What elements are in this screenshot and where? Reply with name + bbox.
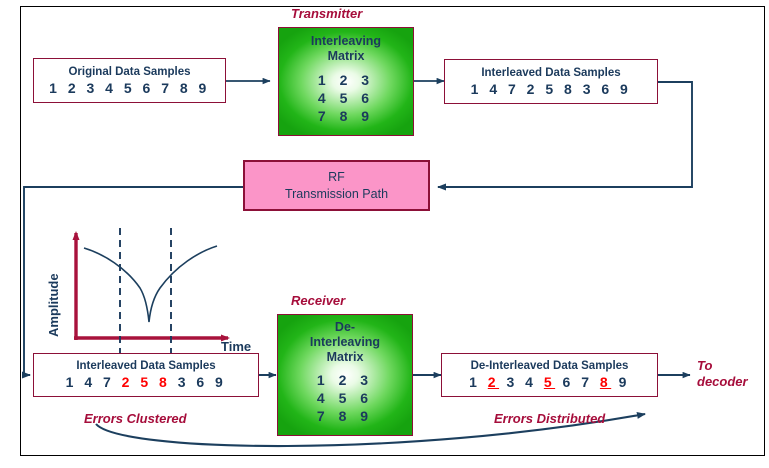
- rf-transmission-path-box: RF Transmission Path: [243, 160, 430, 211]
- chart-y-axis-label: Amplitude: [46, 273, 61, 337]
- digit-space: [593, 374, 600, 390]
- digit-space: [480, 374, 487, 390]
- deinterleaving-matrix-title-line2: Interleaving: [309, 335, 381, 349]
- digit-space: [536, 374, 543, 390]
- digits-plain-prefix: 1 4 7: [65, 374, 122, 390]
- interleaving-matrix-title-line1: Interleaving: [310, 34, 382, 48]
- interleaving-matrix-row-1: 1 2 3: [317, 72, 375, 88]
- deinterleaved-data-samples-box: De-Interleaved Data Samples 1 2 3 4 5 6 …: [441, 353, 658, 397]
- deinterleaving-matrix-row-1: 1 2 3: [316, 372, 374, 388]
- chart-x-axis-label: Time: [221, 339, 252, 354]
- digit-error: 8: [599, 374, 612, 390]
- deinterleaving-matrix-title-line3: Matrix: [326, 350, 364, 364]
- digits-plain-suffix: 3 6 9: [170, 374, 227, 390]
- digit: 4: [525, 374, 537, 390]
- outer-frame: [20, 6, 765, 456]
- digit-space: [611, 374, 618, 390]
- original-data-samples-digits: 1 2 3 4 5 6 7 8 9: [49, 79, 210, 96]
- to-decoder-line-1: To: [697, 358, 713, 373]
- rf-line-2: Transmission Path: [284, 186, 389, 201]
- digit-error: 5: [543, 374, 556, 390]
- errors-distributed-label: Errors Distributed: [494, 411, 606, 426]
- to-decoder-line-2: decoder: [697, 374, 748, 389]
- digit-error: 2: [487, 374, 500, 390]
- digit: 6: [562, 374, 574, 390]
- deinterleaving-matrix-box: De- Interleaving Matrix 1 2 3 4 5 6 7 8 …: [277, 314, 413, 436]
- interleaved-data-samples-digits-top: 1 4 7 2 5 8 3 6 9: [470, 80, 632, 97]
- interleaved-data-samples-digits-bottom: 1 4 7 2 5 8 3 6 9: [66, 374, 227, 391]
- digit: 3: [506, 374, 518, 390]
- rf-line-1: RF: [328, 169, 345, 184]
- interleaving-matrix-row-3: 7 8 9: [317, 108, 375, 124]
- digit: 1: [469, 374, 481, 390]
- digit: 7: [581, 374, 593, 390]
- interleaved-data-samples-box-top: Interleaved Data Samples 1 4 7 2 5 8 3 6…: [444, 59, 658, 104]
- to-decoder-label: To decoder: [697, 358, 748, 390]
- deinterleaving-matrix-row-2: 4 5 6: [316, 390, 374, 406]
- digits-error-cluster: 2 5 8: [121, 374, 171, 390]
- interleaving-matrix-row-2: 4 5 6: [317, 90, 375, 106]
- original-data-samples-caption: Original Data Samples: [68, 65, 191, 78]
- interleaved-data-samples-caption-top: Interleaved Data Samples: [481, 66, 621, 79]
- deinterleaved-data-samples-caption: De-Interleaved Data Samples: [470, 360, 629, 372]
- errors-clustered-label: Errors Clustered: [84, 411, 187, 426]
- interleaving-matrix-box: Interleaving Matrix 1 2 3 4 5 6 7 8 9: [278, 27, 414, 136]
- digit: 9: [618, 374, 630, 390]
- interleaved-data-samples-box-bottom: Interleaved Data Samples 1 4 7 2 5 8 3 6…: [33, 353, 259, 397]
- transmitter-label: Transmitter: [291, 6, 363, 21]
- interleaved-data-samples-caption-bottom: Interleaved Data Samples: [76, 360, 216, 372]
- interleaving-matrix-title-line2: Matrix: [327, 49, 365, 63]
- original-data-samples-box: Original Data Samples 1 2 3 4 5 6 7 8 9: [33, 58, 226, 103]
- digit-space: [555, 374, 562, 390]
- receiver-label: Receiver: [291, 293, 346, 308]
- deinterleaving-matrix-title-line1: De-: [334, 320, 356, 334]
- deinterleaving-matrix-row-3: 7 8 9: [316, 408, 374, 424]
- deinterleaved-data-samples-digits: 1 2 3 4 5 6 7 8 9: [469, 374, 630, 391]
